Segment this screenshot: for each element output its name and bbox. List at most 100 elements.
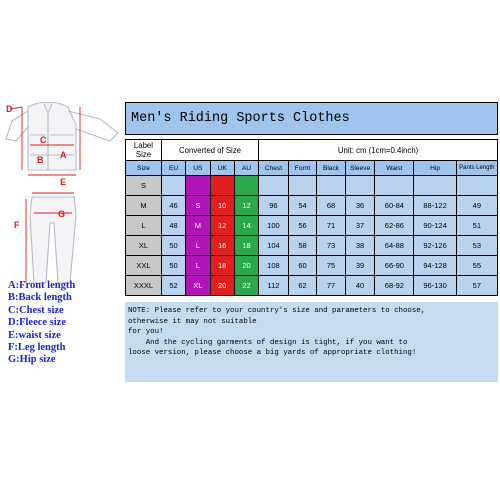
col-header: Sleeve — [344, 160, 376, 176]
header-row: Size EU US UK AU Chest Fornt Black Sleev… — [125, 160, 499, 176]
col-header: Fornt — [287, 160, 318, 176]
label-a: A — [60, 150, 67, 160]
legend-item: G:Hip size — [8, 354, 56, 366]
table-cell: 20 — [209, 275, 235, 296]
table-cell — [287, 175, 318, 196]
table-cell: 16 — [209, 235, 235, 256]
col-header: Hip — [413, 160, 457, 176]
note-line: And the cycling garments of design is ti… — [128, 338, 408, 347]
col-header: Waist — [374, 160, 415, 176]
table-cell — [185, 175, 211, 196]
table-cell: 96 — [258, 195, 289, 216]
col-header: EU — [160, 160, 187, 176]
table-cell: XL — [185, 275, 211, 296]
legend-item: F:Leg length — [8, 342, 66, 354]
table-cell: 96-130 — [413, 275, 457, 296]
table-cell: 94-128 — [413, 255, 457, 276]
table-cell: 112 — [258, 275, 289, 296]
table-cell: 62-86 — [374, 215, 415, 236]
table-cell: 40 — [344, 275, 376, 296]
table-cell: M — [185, 215, 211, 236]
table-cell: 18 — [233, 235, 260, 256]
table-cell — [344, 175, 376, 196]
size-label-cell: M — [125, 195, 162, 216]
table-cell: 20 — [233, 255, 260, 276]
label-g: G — [58, 209, 66, 219]
table-cell: 12 — [233, 195, 260, 216]
table-row: S — [125, 175, 499, 196]
table-cell: 90-124 — [413, 215, 457, 236]
note-line: for you! — [128, 328, 164, 336]
size-table: Label Size Converted of Size Unit: cm (1… — [125, 139, 499, 296]
table-cell: 53 — [455, 235, 499, 256]
converted-size-header: Converted of Size — [160, 139, 260, 161]
table-cell: 68-92 — [374, 275, 415, 296]
col-header: Black — [316, 160, 346, 176]
table-cell — [316, 175, 346, 196]
table-cell: 36 — [344, 195, 376, 216]
table-cell — [374, 175, 415, 196]
legend-item: D:Fleece size — [8, 317, 67, 329]
table-cell — [209, 175, 235, 196]
table-cell: 71 — [316, 215, 346, 236]
label-b: B — [37, 155, 44, 165]
table-cell: S — [185, 195, 211, 216]
table-cell: 49 — [455, 195, 499, 216]
table-cell: 22 — [233, 275, 260, 296]
table-cell: 56 — [287, 215, 318, 236]
label-d: D — [6, 104, 13, 114]
col-header: AU — [233, 160, 260, 176]
table-cell: 92-126 — [413, 235, 457, 256]
size-label-cell: XXXL — [125, 275, 162, 296]
table-cell — [160, 175, 187, 196]
col-header: Size — [125, 160, 162, 176]
table-cell: 50 — [160, 255, 187, 276]
table-cell: 52 — [160, 275, 187, 296]
col-header: Pants Length — [455, 160, 499, 176]
table-cell — [233, 175, 260, 196]
table-cell: 68 — [316, 195, 346, 216]
col-header: US — [185, 160, 211, 176]
table-cell — [413, 175, 457, 196]
sizing-note: NOTE: Please refer to your country's siz… — [125, 302, 498, 382]
size-label-cell: XXL — [125, 255, 162, 276]
note-line: otherwise it may not suitable — [128, 317, 257, 326]
table-cell: 12 — [209, 215, 235, 236]
table-cell: 10 — [209, 195, 235, 216]
table-cell: 46 — [160, 195, 187, 216]
table-cell: 50 — [160, 235, 187, 256]
size-label-cell: S — [125, 175, 162, 196]
table-cell: 37 — [344, 215, 376, 236]
legend-item: B:Back length — [8, 292, 72, 304]
col-header: UK — [209, 160, 235, 176]
garment-diagram: D A B C E F G — [0, 95, 122, 395]
table-cell: 100 — [258, 215, 289, 236]
table-cell: 55 — [455, 255, 499, 276]
table-cell: 48 — [160, 215, 187, 236]
table-cell: 104 — [258, 235, 289, 256]
table-cell: 60 — [287, 255, 318, 276]
size-chart: Men's Riding Sports Clothes Label Size C… — [125, 102, 499, 296]
jersey-and-pants-illustration — [5, 101, 119, 284]
table-cell: 58 — [287, 235, 318, 256]
table-cell: 51 — [455, 215, 499, 236]
table-cell: L — [185, 235, 211, 256]
table-cell: 73 — [316, 235, 346, 256]
legend-item: E:waist size — [8, 329, 61, 341]
chart-title: Men's Riding Sports Clothes — [125, 102, 498, 135]
table-cell: 64-88 — [374, 235, 415, 256]
label-size-cell: Label Size — [125, 139, 162, 161]
table-cell — [258, 175, 289, 196]
table-cell: 62 — [287, 275, 318, 296]
col-header: Chest — [258, 160, 289, 176]
table-cell: 108 — [258, 255, 289, 276]
table-cell — [455, 175, 499, 196]
label-f: F — [14, 220, 20, 230]
table-cell: 66-90 — [374, 255, 415, 276]
table-cell: 38 — [344, 235, 376, 256]
label-e: E — [60, 177, 67, 187]
table-cell: 77 — [316, 275, 346, 296]
size-label-cell: L — [125, 215, 162, 236]
